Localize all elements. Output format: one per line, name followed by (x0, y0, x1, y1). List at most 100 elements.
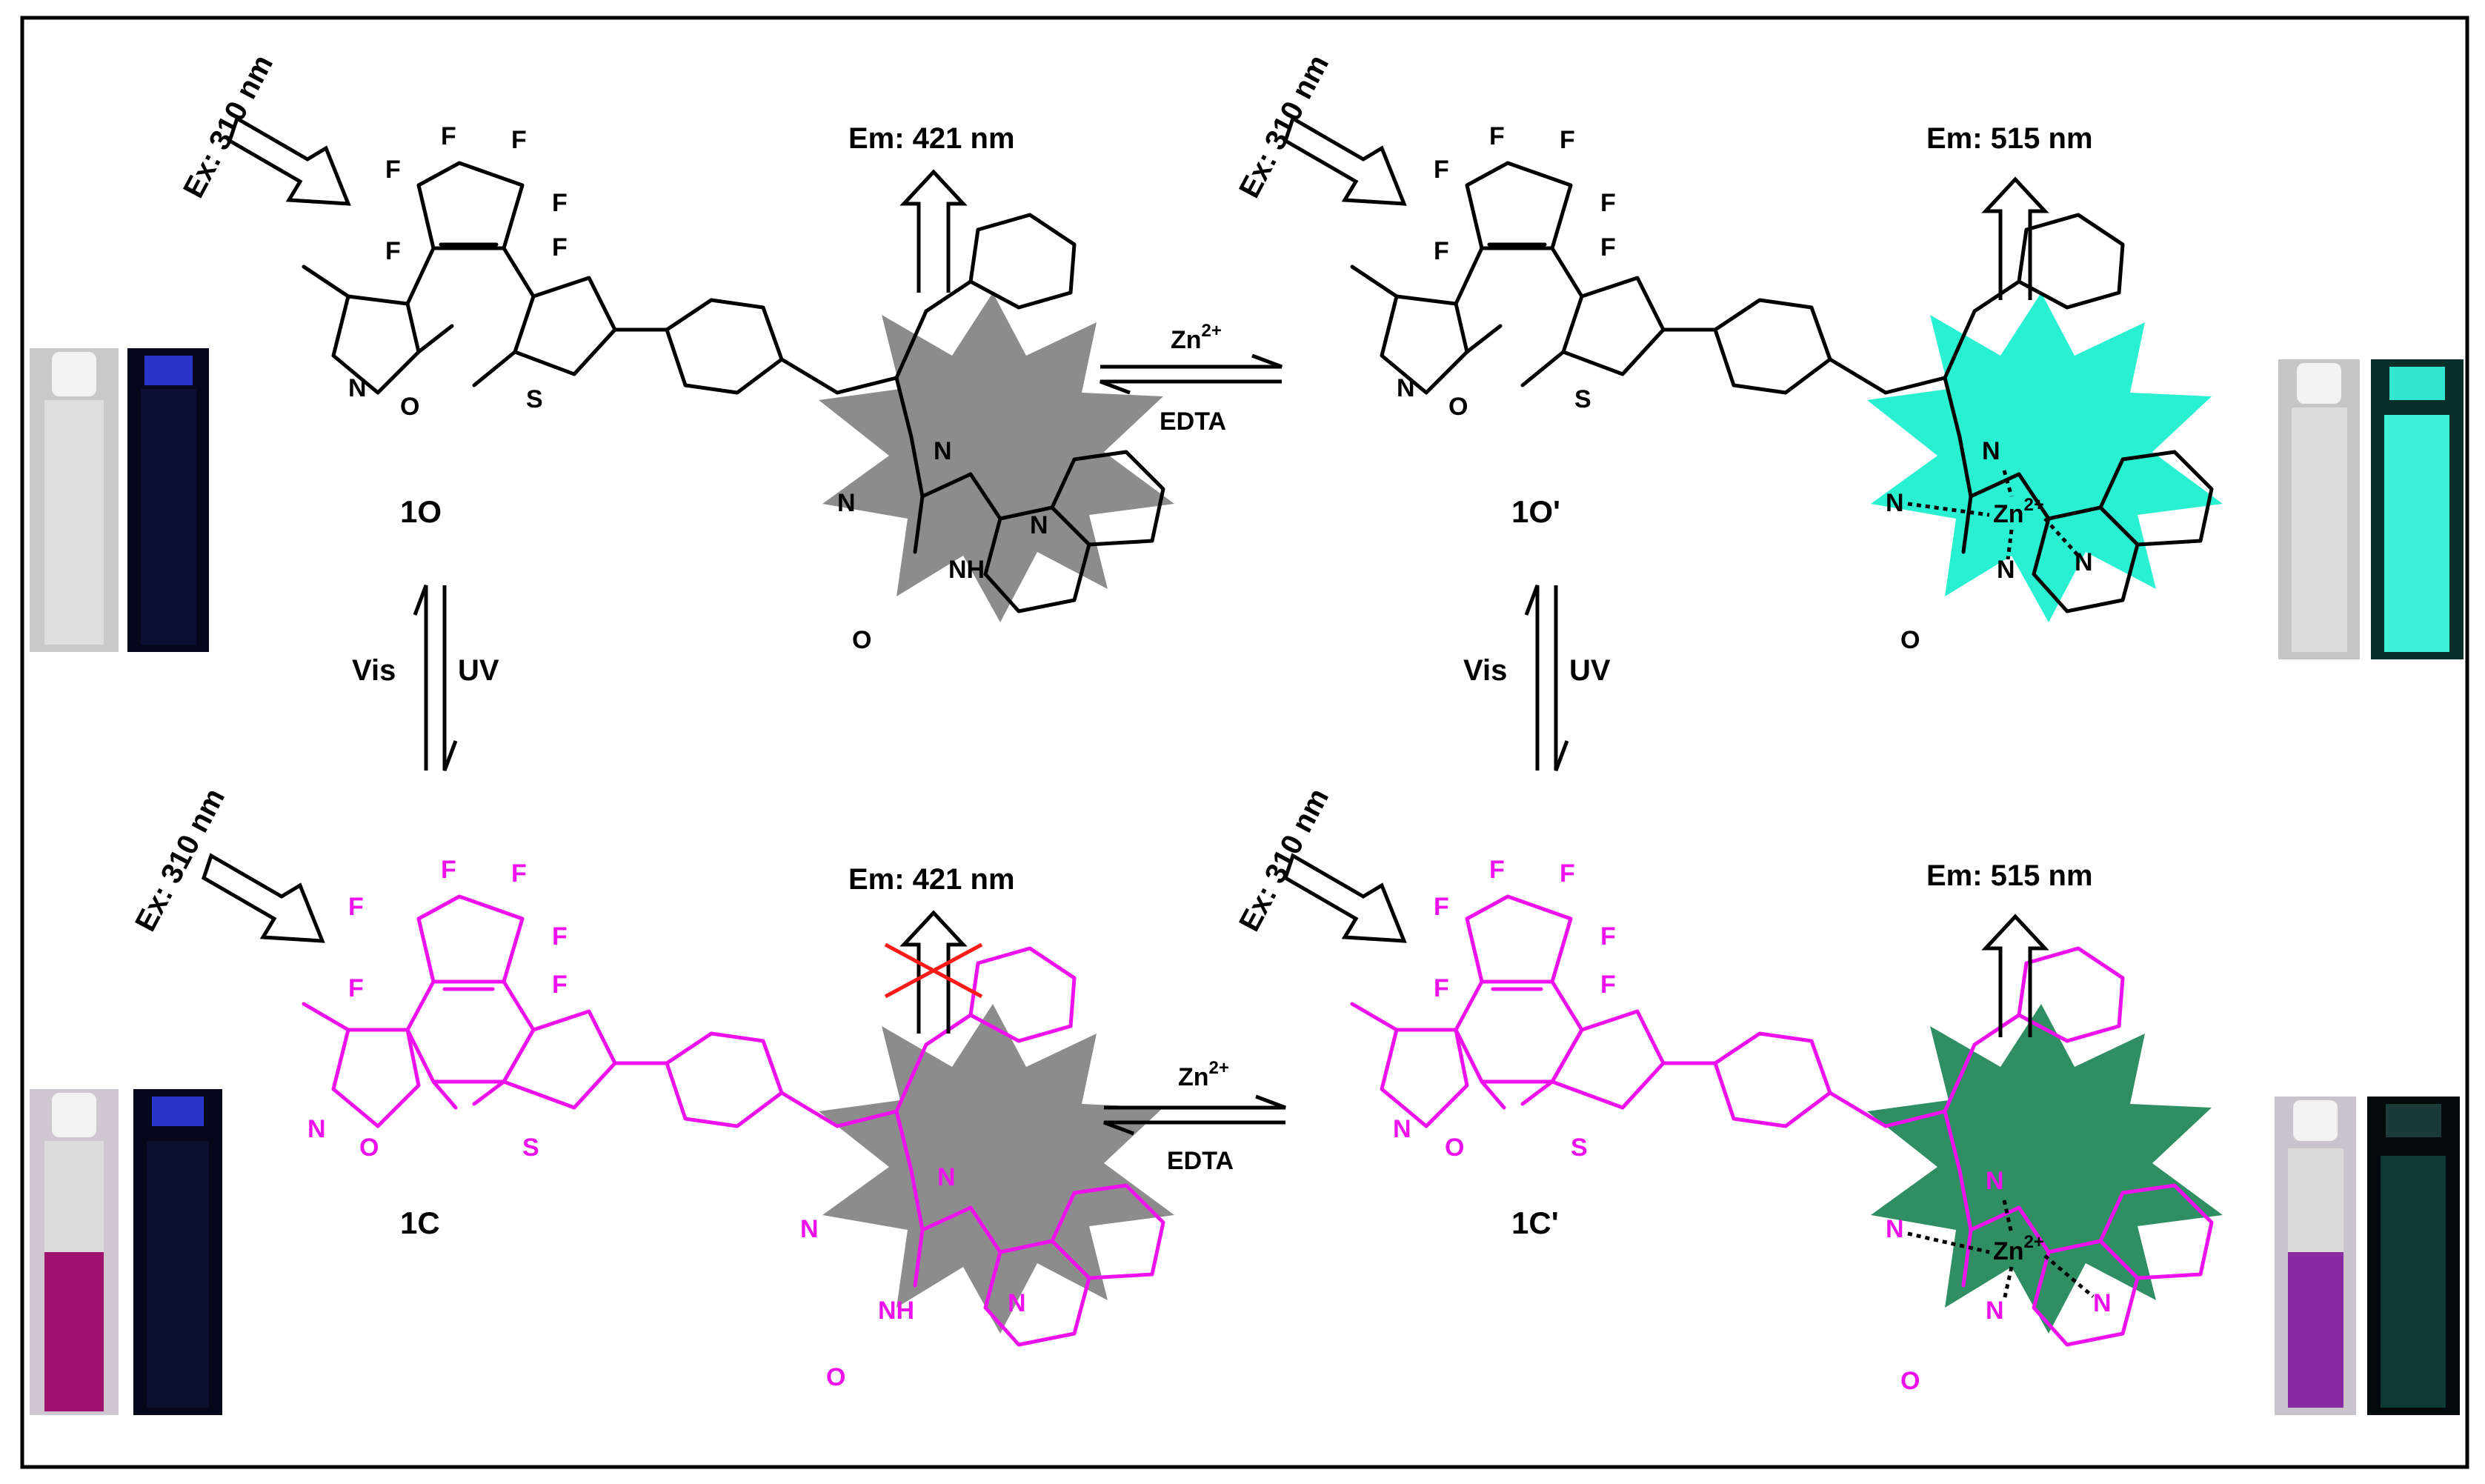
svg-text:F: F (552, 233, 568, 262)
svg-text:O: O (359, 1134, 379, 1162)
svg-text:F: F (1600, 233, 1616, 262)
svg-text:F: F (1434, 156, 1449, 184)
emission-label-1C: Em: 421 nm (848, 863, 1015, 896)
molecule-1O (304, 163, 1174, 622)
vial-photo-1O-uv (127, 348, 209, 652)
emission-label-1O: Em: 421 nm (848, 122, 1015, 155)
fluorescence-burst-1C (819, 1004, 1174, 1334)
svg-text:O: O (1445, 1134, 1464, 1162)
fluorescence-burst-1Op (1867, 293, 2223, 622)
vial-photo-1C-uv (133, 1089, 222, 1415)
excitation-arrow-1O (227, 116, 351, 206)
svg-text:Zn2+: Zn2+ (1993, 495, 2044, 528)
edta-label-bottom: EDTA (1167, 1147, 1234, 1175)
zn-coordination-bonds-bottom (1907, 1199, 2095, 1301)
svg-text:NH: NH (878, 1297, 914, 1325)
svg-text:N: N (1393, 1115, 1411, 1143)
compound-label-1Op: 1O' (1511, 494, 1560, 529)
fluorescence-burst-1O (819, 293, 1174, 622)
svg-text:N: N (1886, 1215, 1904, 1243)
emission-arrow-1C (899, 910, 968, 1034)
svg-text:N: N (1997, 556, 2015, 584)
svg-text:N: N (1886, 489, 1904, 517)
excitation-arrow-1Op (1283, 116, 1407, 206)
svg-text:F: F (385, 237, 401, 265)
vial-photo-1C-daylight (30, 1089, 119, 1415)
svg-text:N: N (1986, 1167, 2004, 1195)
molecule-1C (304, 896, 1174, 1345)
excitation-label-1Cp: Ex: 310 nm (1233, 783, 1335, 936)
svg-text:N: N (2093, 1289, 2112, 1317)
svg-text:F: F (1600, 189, 1616, 217)
excitation-label-1O: Ex: 310 nm (177, 50, 279, 203)
atom-labels-1C: F F F F F F N O S N N NH N O (307, 856, 1026, 1391)
svg-text:N: N (348, 374, 367, 402)
edta-label-top: EDTA (1160, 407, 1226, 436)
svg-text:N: N (800, 1215, 819, 1243)
svg-text:N: N (937, 1163, 956, 1191)
equilibrium-arrow-top (1100, 353, 1283, 395)
uv-label-right: UV (1569, 654, 1611, 687)
emission-label-1Op: Em: 515 nm (1926, 122, 2093, 155)
svg-text:F: F (552, 189, 568, 217)
emission-label-1Cp: Em: 515 nm (1926, 859, 2093, 892)
vial-photo-1Op-uv (2371, 359, 2464, 659)
svg-text:NH: NH (948, 556, 985, 584)
photo-arrow-right (1524, 585, 1569, 771)
vis-label-right: Vis (1463, 654, 1507, 687)
svg-text:F: F (1600, 922, 1616, 951)
svg-text:F: F (441, 122, 456, 150)
equilibrium-arrow-bottom (1103, 1094, 1286, 1136)
svg-text:F: F (1560, 859, 1575, 888)
excitation-arrow-1C (201, 853, 325, 943)
svg-text:F: F (1434, 237, 1449, 265)
vial-photo-1Cp-uv (2367, 1097, 2460, 1415)
svg-text:N: N (837, 489, 856, 517)
svg-text:S: S (522, 1134, 539, 1162)
zn-label-bottom: Zn2+ (1178, 1058, 1229, 1091)
compound-label-1C: 1C (400, 1205, 440, 1240)
compound-label-1Cp: 1C' (1511, 1205, 1559, 1240)
svg-text:O: O (852, 626, 871, 654)
svg-text:F: F (348, 893, 364, 921)
svg-text:F: F (552, 922, 568, 951)
vis-label-left: Vis (352, 654, 396, 687)
svg-text:F: F (1600, 971, 1616, 999)
emission-arrow-1Cp (1981, 914, 2049, 1037)
svg-text:F: F (348, 974, 364, 1002)
svg-text:F: F (441, 856, 456, 884)
fluorescence-burst-1Cp (1867, 1004, 2223, 1334)
svg-text:N: N (1008, 1289, 1026, 1317)
excitation-label-1Op: Ex: 310 nm (1233, 50, 1335, 203)
svg-text:F: F (511, 859, 527, 888)
svg-text:F: F (511, 126, 527, 154)
svg-text:F: F (1560, 126, 1575, 154)
svg-text:F: F (552, 971, 568, 999)
svg-text:O: O (1448, 393, 1468, 421)
svg-text:F: F (1489, 856, 1505, 884)
excitation-arrow-1Cp (1283, 853, 1407, 943)
svg-text:S: S (1574, 385, 1591, 413)
compound-label-1O: 1O (400, 494, 442, 529)
svg-text:F: F (385, 156, 401, 184)
vial-photo-1Cp-daylight (2275, 1097, 2356, 1415)
svg-text:F: F (1489, 122, 1505, 150)
svg-text:Zn2+: Zn2+ (1993, 1232, 2044, 1265)
atom-labels-1Op: F F F F F F N O S N N Zn2+ N N O (1397, 122, 2093, 654)
uv-label-left: UV (458, 654, 499, 687)
atom-labels-1Cp: F F F F F F N O S N N Zn2+ N N O (1393, 856, 2112, 1395)
svg-text:N: N (307, 1115, 326, 1143)
svg-text:O: O (400, 393, 419, 421)
svg-text:O: O (1900, 626, 1920, 654)
figure-frame (20, 16, 2469, 1469)
atom-labels-1O: F F F F F F N O S N N NH N O (348, 122, 1048, 654)
svg-text:N: N (1986, 1297, 2004, 1325)
svg-text:S: S (1571, 1134, 1588, 1162)
vial-photo-1Op-daylight (2278, 359, 2360, 659)
emission-arrow-1O (899, 169, 968, 293)
svg-text:F: F (1434, 974, 1449, 1002)
emission-blocked-cross (884, 942, 983, 999)
svg-text:O: O (1900, 1367, 1920, 1395)
svg-text:N: N (1397, 374, 1415, 402)
